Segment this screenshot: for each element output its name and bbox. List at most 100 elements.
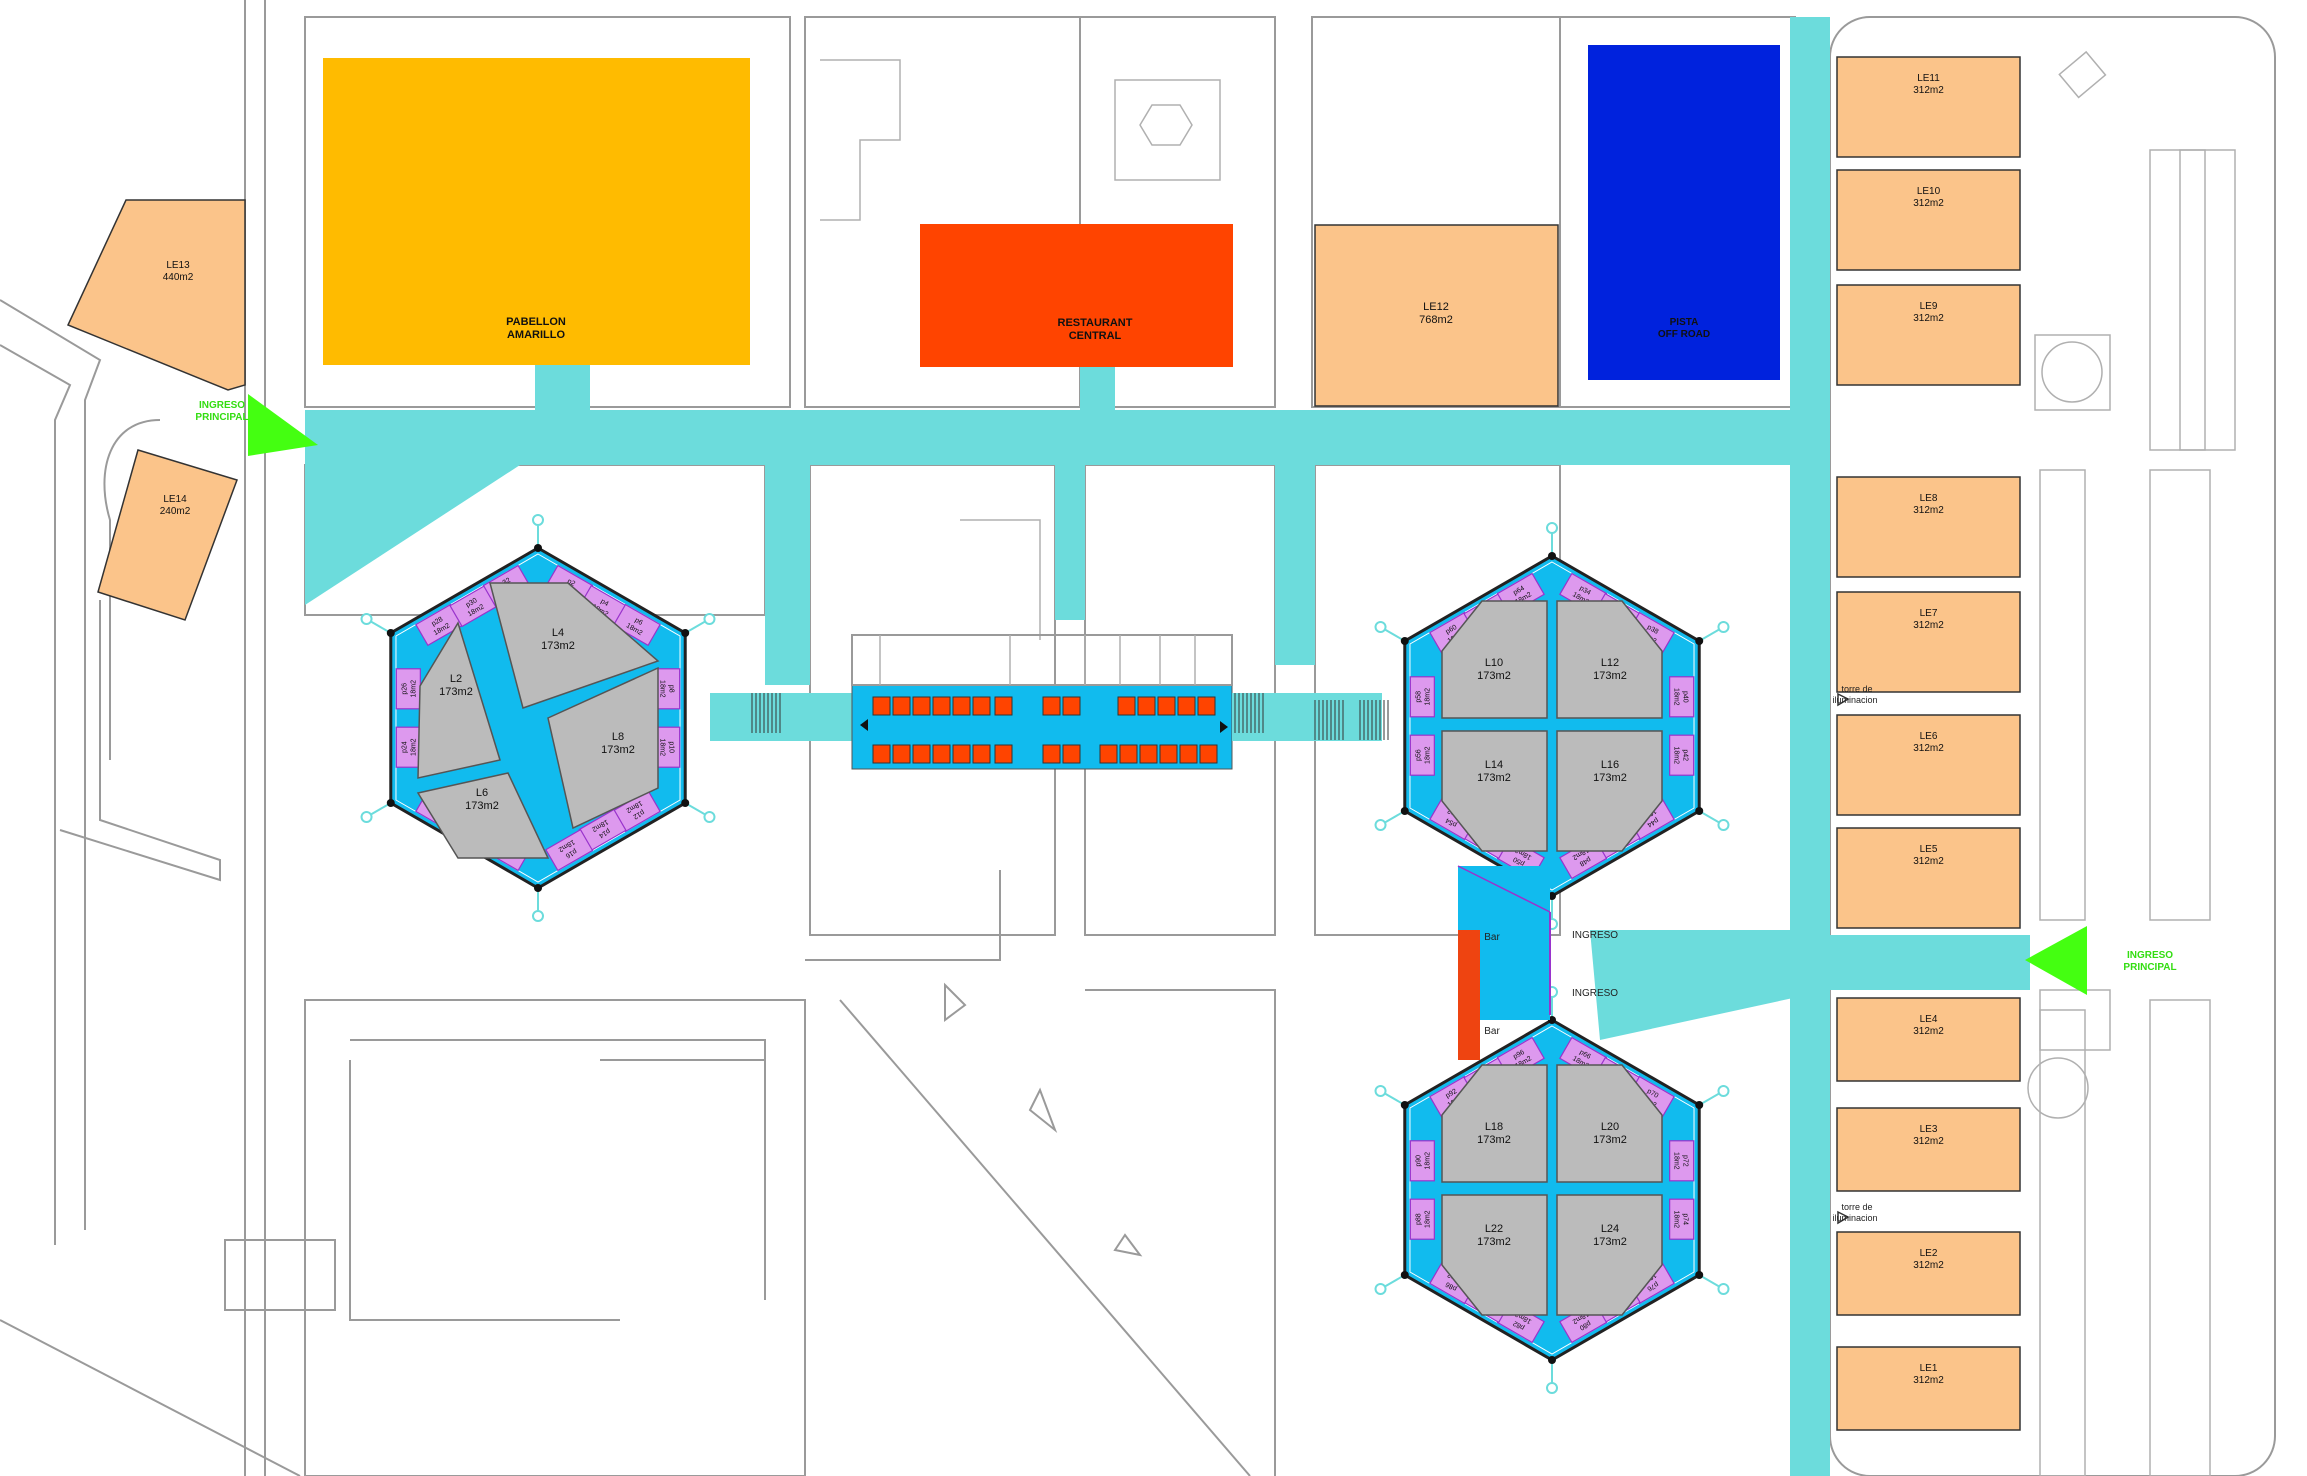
lot-le11 [1836,56,2021,158]
anchor-point [1374,1085,1387,1097]
booth-label: p8 [668,685,675,693]
lot-le8 [1836,476,2021,578]
stand-l16 [1556,730,1663,852]
pista-off-road [1588,45,1780,380]
stall [1197,696,1216,716]
booth-label: p4 [599,598,609,608]
walkways [305,17,2030,1476]
booth-label: p90 [1415,1155,1422,1167]
lot-le1 [1836,1346,2021,1431]
booth-area: 18m2 [659,738,666,756]
booth-label: p50 [1512,855,1526,867]
booth-label: p40 [1682,691,1689,703]
booth-label: p66 [1578,1049,1592,1061]
lot-le7 [1836,591,2021,693]
anchor-point [703,811,716,823]
stand-l4 [489,582,660,709]
bar-label-upper: Bar [1484,932,1500,943]
stall [1117,696,1136,716]
hall-west: p218m2p418m2p618m2p818m2p1018m2p1218m2p1… [360,514,716,922]
lot-le12 [1314,224,1559,407]
lot-le2 [1836,1231,2021,1316]
stand-l2 [417,621,501,779]
anchor-point [532,910,544,922]
anchor-point [1717,1085,1730,1097]
booth-label: p64 [1512,585,1526,597]
stall [932,744,951,764]
stall [1199,744,1218,764]
stall [1159,744,1178,764]
stall [1099,744,1118,764]
booth-label: p86 [1445,1280,1459,1292]
anchor-point [1546,522,1558,534]
booth-area: 18m2 [410,680,417,698]
anchor-point [360,811,373,823]
booth-label: p88 [1415,1213,1422,1225]
stand-l8 [547,666,659,830]
booth-label: p24 [401,741,408,753]
stall [994,696,1013,716]
bar-label-lower: Bar [1484,1026,1500,1037]
booth-label: p80 [1578,1319,1592,1331]
stall [872,744,891,764]
restaurant-central [920,224,1233,367]
booth-area: 18m2 [1673,1152,1680,1170]
ingreso-label-upper: INGRESO [1572,930,1618,941]
stall [912,744,931,764]
booth-label: p56 [1415,749,1422,761]
anchor-point [532,514,544,526]
stall [1157,696,1176,716]
pabellon-amarillo [323,58,750,365]
stall [1179,744,1198,764]
entrance-arrow-icon [2025,926,2087,995]
booth-label: p92 [1445,1088,1459,1100]
booth-area: 18m2 [1424,688,1431,706]
booth-area: 18m2 [1673,746,1680,764]
tower-icon [1837,1210,1850,1225]
booth-label: p48 [1578,855,1592,867]
stand-l14 [1441,730,1548,852]
stall [1119,744,1138,764]
stall [972,744,991,764]
booth-label: p30 [465,597,479,609]
stand-l18 [1441,1064,1548,1183]
stall [952,696,971,716]
stall [892,744,911,764]
booth-area: 18m2 [1424,746,1431,764]
anchor-point [1374,1283,1387,1295]
stall [952,744,971,764]
booth-label: p72 [1682,1155,1689,1167]
stall [872,696,891,716]
stall [1137,696,1156,716]
booth-area: 18m2 [1424,1152,1431,1170]
